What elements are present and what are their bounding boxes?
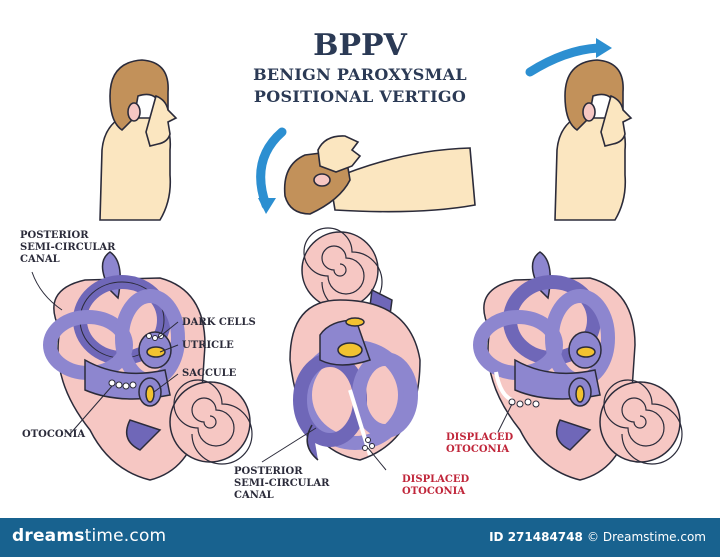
arrowhead-right-icon	[596, 38, 612, 58]
label-displaced-otoconia-right: DISPLACED OTOCONIA	[446, 432, 514, 455]
inner-ear-right	[473, 251, 683, 481]
label-otoconia: OTOCONIA	[22, 429, 86, 440]
image-id: ID 271484748 © Dreamstime.com	[489, 530, 706, 544]
arrowhead-down-icon	[258, 198, 276, 214]
watermark-footer: dreamstime.com ID 271484748 © Dreamstime…	[0, 518, 720, 557]
page-subtitle: BENIGN PAROXYSMAL POSITIONAL VERTIGO	[0, 64, 720, 108]
subtitle-line-1: BENIGN PAROXYSMAL	[253, 65, 467, 84]
bppv-illustration: BPPV BENIGN PAROXYSMAL POSITIONAL VERTIG…	[0, 28, 720, 501]
label-utricle: UTRICLE	[182, 340, 234, 351]
copyright-text: © Dreamstime.com	[587, 530, 706, 544]
dreamstime-logo[interactable]: dreamstime.com	[12, 526, 166, 546]
label-posterior-canal-left: POSTERIOR SEMI-CIRCULAR CANAL	[20, 230, 116, 265]
lying-head-center	[283, 135, 476, 215]
label-dark-cells: DARK CELLS	[182, 317, 256, 328]
subtitle-line-2: POSITIONAL VERTIGO	[253, 87, 467, 106]
label-posterior-canal-center: POSTERIOR SEMI-CIRCULAR CANAL	[234, 466, 330, 501]
upright-head-right	[554, 59, 633, 221]
inner-ear-left	[43, 251, 253, 481]
turn-arrow-right-icon	[525, 43, 603, 77]
label-displaced-otoconia-center: DISPLACED OTOCONIA	[402, 474, 470, 497]
label-saccule: SACCULE	[182, 368, 237, 379]
tilt-arrow-down-icon	[256, 127, 287, 210]
image-id-label: ID 271484748	[489, 530, 583, 544]
inner-ear-center	[289, 227, 421, 461]
illustration-canvas	[31, 38, 683, 481]
leader-lines	[31, 271, 513, 471]
upright-head-left	[99, 59, 178, 221]
brand-bold: dreams	[12, 526, 85, 546]
page-title: BPPV	[313, 28, 407, 63]
brand-light: time.com	[84, 526, 167, 546]
